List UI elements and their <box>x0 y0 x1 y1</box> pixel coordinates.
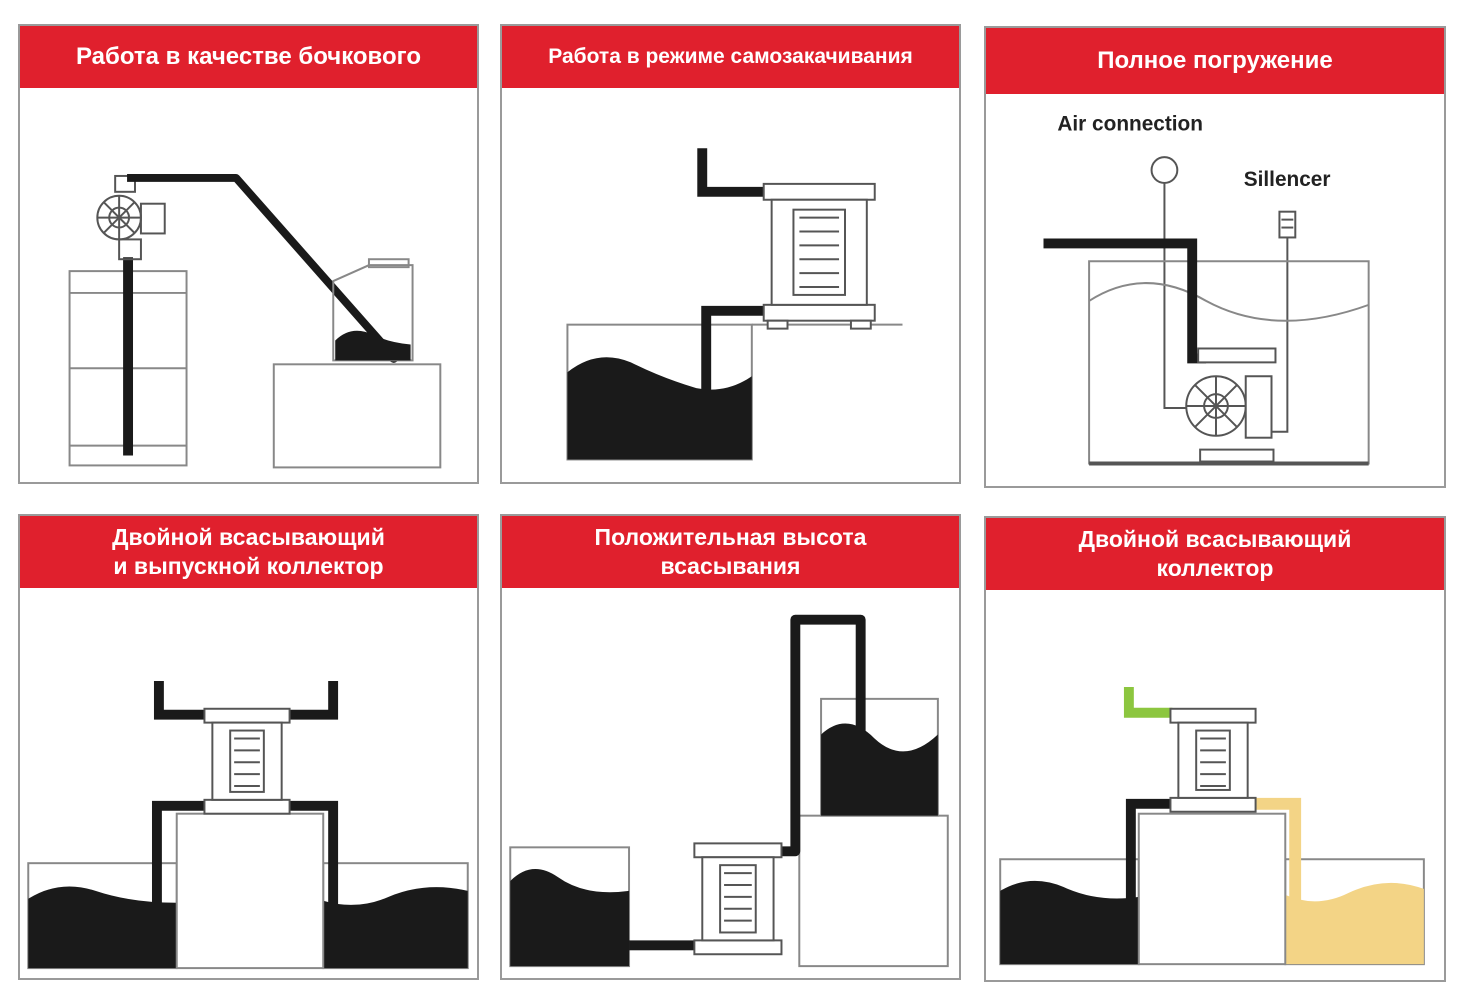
discharge-pipe <box>775 614 866 857</box>
scene-flooded-suction <box>502 588 959 978</box>
left-suction-pipe <box>1125 798 1179 911</box>
scene-submerged: Air connection Sillencer <box>986 94 1444 486</box>
discharge-pipe-green <box>1123 687 1173 718</box>
left-liquid <box>28 886 177 969</box>
panel-title-line: Работа в качестве бочкового <box>75 43 421 70</box>
right-liquid <box>323 887 468 969</box>
right-suction-pipe <box>279 800 339 915</box>
liquid-surface <box>1088 282 1369 322</box>
air-connection-label: Air connection <box>1057 112 1203 135</box>
right-suction-pipe <box>1247 797 1302 911</box>
canister-liquid <box>335 330 411 361</box>
discharge-pipe <box>697 148 766 197</box>
pump-icon <box>1185 347 1277 463</box>
self-priming-diagram <box>566 148 903 461</box>
panel-title-line: Работа в режиме самозакачивания <box>548 44 913 68</box>
panel-title: Положительная высота всасывания <box>502 516 959 588</box>
panel-title: Двойной всасывающий коллектор <box>986 518 1444 590</box>
left-liquid <box>1000 880 1139 965</box>
upper-liquid <box>821 723 938 816</box>
scene-drum <box>20 88 477 482</box>
dual-suction-discharge-diagram <box>27 681 469 970</box>
right-liquid <box>1285 882 1424 965</box>
panel-dual-suction: Двойной всасывающий коллектор <box>984 516 1446 982</box>
panel-title: Работа в качестве бочкового <box>20 26 477 88</box>
air-connection-icon <box>1150 156 1179 184</box>
panel-drum: Работа в качестве бочкового <box>18 24 479 484</box>
pedestal <box>1137 812 1287 966</box>
submerged-diagram: Air connection Sillencer <box>1043 112 1370 466</box>
panel-title-line-2: всасывания <box>660 553 801 579</box>
panel-dual-suction-discharge: Двойной всасывающий и выпускной коллекто… <box>18 514 479 980</box>
left-liquid <box>510 869 630 967</box>
tank-liquid <box>567 357 752 460</box>
panel-title: Полное погружение <box>986 28 1444 94</box>
platform-box <box>798 814 949 968</box>
canister <box>332 258 414 362</box>
scene-dual-suction <box>986 590 1444 980</box>
panel-submerged: Полное погружение Air connection Sillenc… <box>984 26 1446 488</box>
suction-pipe <box>701 305 768 391</box>
silencer-label: Sillencer <box>1244 168 1331 191</box>
panel-title-line-2: коллектор <box>1156 555 1274 581</box>
panel-title-line: Полное погружение <box>1097 47 1333 74</box>
drum-diagram <box>68 173 442 469</box>
silencer-icon <box>1265 210 1297 433</box>
suction-pipe <box>629 940 701 951</box>
pump-icon <box>762 182 876 330</box>
suction-pipe <box>123 257 134 456</box>
panel-title-line-1: Положительная высота <box>594 524 867 551</box>
left-suction-pipe <box>151 800 213 915</box>
panel-self-priming: Работа в режиме самозакачивания <box>500 24 961 484</box>
pedestal <box>175 812 325 970</box>
pump-icon <box>693 842 783 956</box>
panel-title-line-1: Двойной всасывающий <box>1078 526 1352 553</box>
flooded-suction-diagram <box>509 614 949 968</box>
table-box <box>272 363 442 469</box>
pump-icon <box>96 174 166 261</box>
panel-flooded-suction: Положительная высота всасывания <box>500 514 961 980</box>
panel-title: Двойной всасывающий и выпускной коллекто… <box>20 516 477 588</box>
dual-suction-diagram <box>999 687 1425 966</box>
panel-title-line-1: Двойной всасывающий <box>112 524 385 551</box>
scene-self-priming <box>502 88 959 482</box>
pump-icon <box>203 707 291 815</box>
pump-icon <box>1169 707 1257 813</box>
scene-dual-suction-discharge <box>20 588 477 978</box>
panel-title-line-2: и выпускной коллектор <box>113 553 384 579</box>
panel-title: Работа в режиме самозакачивания <box>502 26 959 88</box>
